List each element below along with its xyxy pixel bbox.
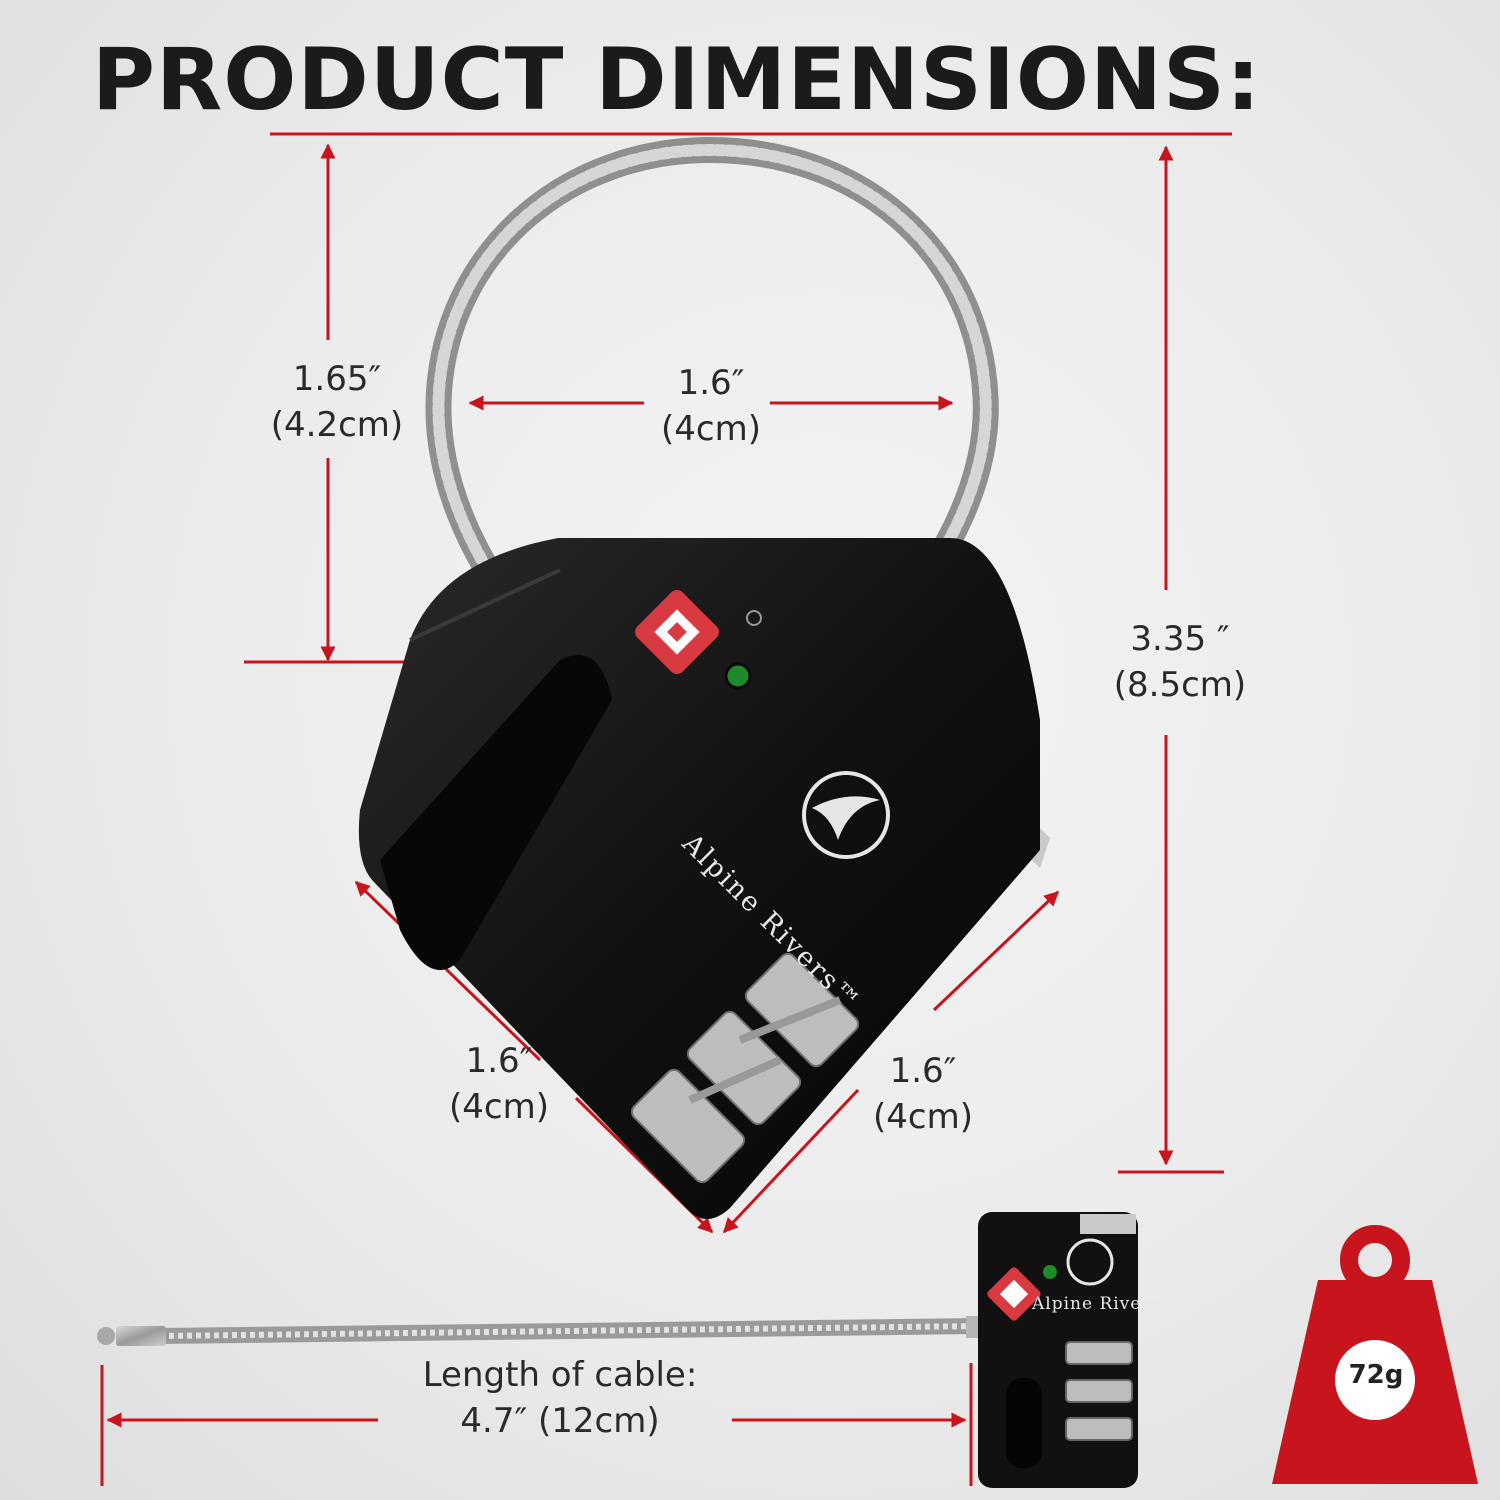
- body-left-line-upper: [354, 880, 542, 1062]
- page-title: PRODUCT DIMENSIONS:: [92, 30, 1262, 130]
- body-left-inches: 1.6″: [465, 1041, 533, 1081]
- dimension-lines: [100, 132, 1232, 1486]
- loop-height-cm: (4.2cm): [270, 405, 404, 445]
- loop-width-label: 1.6″ (4cm): [636, 360, 786, 452]
- cable-length-title: Length of cable:: [422, 1355, 698, 1395]
- body-right-line-lower: [722, 1088, 860, 1234]
- body-left-label: 1.6″ (4cm): [424, 1038, 574, 1130]
- cable-straight: [97, 1316, 988, 1346]
- weight-icon: [1272, 1225, 1478, 1484]
- small-brand-wordmark: Alpine Rivers™: [1032, 1294, 1179, 1314]
- total-height-inches: 3.35 ″: [1130, 619, 1230, 659]
- small-lock: [978, 1212, 1138, 1488]
- registered-mark-icon: [746, 610, 762, 626]
- cable-length-label: Length of cable: 4.7″ (12cm): [380, 1352, 740, 1444]
- tsa-badge-icon: [635, 590, 719, 674]
- total-height-label: 3.35 ″ (8.5cm): [1100, 616, 1260, 708]
- body-right-line-upper: [932, 890, 1060, 1012]
- loop-height-label: 1.65″ (4.2cm): [262, 356, 412, 448]
- loop-width-cm: (4cm): [661, 409, 761, 449]
- brand-logo-icon: [802, 771, 890, 859]
- loop-height-inches: 1.65″: [292, 359, 382, 399]
- indicator-light-icon: [724, 662, 752, 690]
- total-height-cm: (8.5cm): [1113, 665, 1247, 705]
- cable-length-value: 4.7″ (12cm): [460, 1401, 660, 1441]
- weight-value: 72g: [1348, 1360, 1404, 1390]
- body-right-label: 1.6″ (4cm): [848, 1048, 998, 1140]
- loop-width-inches: 1.6″: [677, 363, 745, 403]
- body-right-inches: 1.6″: [889, 1051, 957, 1091]
- lock-body: [358, 538, 1050, 1219]
- body-left-cm: (4cm): [449, 1087, 549, 1127]
- body-right-cm: (4cm): [873, 1097, 973, 1137]
- combination-dials: [630, 952, 860, 1184]
